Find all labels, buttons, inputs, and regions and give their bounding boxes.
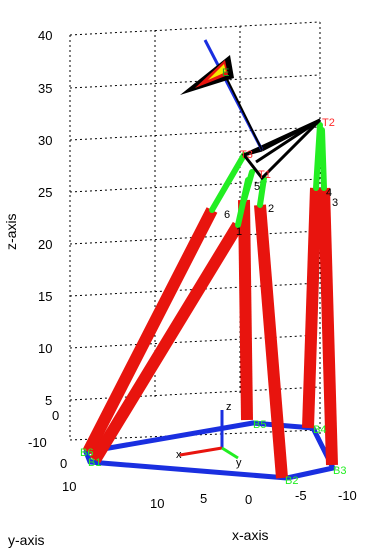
joint-label: 6 xyxy=(224,209,230,221)
x-axis-ticks: 10 5 0 -5 -10 xyxy=(150,488,357,511)
x-tick-label: -10 xyxy=(338,488,357,503)
base-point-label: B5 xyxy=(253,419,266,431)
y-tick-label: 10 xyxy=(62,479,76,494)
y-tick-label: -10 xyxy=(28,435,47,450)
x-tick-label: -5 xyxy=(295,488,307,503)
joint-label: 3 xyxy=(332,197,338,209)
z-tick-label: 25 xyxy=(38,185,52,200)
leg-6 xyxy=(318,187,338,466)
joint-label: 2 xyxy=(268,203,274,215)
top-point-labels: T1 T2 T3 xyxy=(240,117,335,181)
end-effector: E xyxy=(180,55,234,95)
y-tick-label: 0 xyxy=(60,456,67,471)
x-axis-label: x-axis xyxy=(232,527,269,543)
z-tick-label: 35 xyxy=(38,81,52,96)
frame-axis-label: y xyxy=(236,457,242,469)
z-tick-label: 5 xyxy=(45,393,52,408)
joint-label: 4 xyxy=(326,187,332,199)
top-point-label: T1 xyxy=(258,169,271,181)
platform-links xyxy=(209,122,327,228)
platform-link xyxy=(224,74,263,151)
z-tick-label: 40 xyxy=(38,28,52,43)
top-point-label: T3 xyxy=(240,149,253,161)
y-axis-label: y-axis xyxy=(8,532,45,548)
joint-labels: 1 2 3 4 5 6 xyxy=(224,181,338,238)
z-axis-label: z-axis xyxy=(3,213,19,250)
z-axis-ticks: 40 35 30 25 20 15 10 5 0 xyxy=(38,28,59,423)
leg-1 xyxy=(82,207,218,455)
base-point-label: B1 xyxy=(88,457,101,469)
z-tick-label: 20 xyxy=(38,237,52,252)
z-tick-label: 30 xyxy=(38,133,52,148)
leg-5 xyxy=(302,187,322,429)
base-point-label: B3 xyxy=(333,465,346,477)
base-point-label: B4 xyxy=(313,424,326,436)
base-point-label: B6 xyxy=(80,447,93,459)
top-point-label: T2 xyxy=(322,117,335,129)
x-tick-label: 5 xyxy=(200,491,207,506)
leg-3 xyxy=(238,199,253,421)
z-tick-label: 0 xyxy=(52,408,59,423)
frame-axis-label: z xyxy=(226,401,232,413)
x-tick-label: 10 xyxy=(150,496,164,511)
moving-platform xyxy=(241,118,322,181)
z-tick-label: 15 xyxy=(38,289,52,304)
y-axis-ticks: -10 0 10 xyxy=(28,435,76,494)
leg-2 xyxy=(89,221,244,464)
legs xyxy=(82,187,338,479)
base-frame: z x y xyxy=(176,401,242,469)
frame-axis-label: x xyxy=(176,449,182,461)
leg-4 xyxy=(254,204,288,479)
joint-label: 5 xyxy=(254,181,260,193)
x-tick-label: 0 xyxy=(245,492,252,507)
base-point-labels: B1 B2 B3 B4 B5 B6 xyxy=(80,419,346,487)
end-effector-label: E xyxy=(222,67,229,79)
z-tick-label: 10 xyxy=(38,341,52,356)
base-point-label: B2 xyxy=(285,475,298,487)
joint-label: 1 xyxy=(236,226,242,238)
